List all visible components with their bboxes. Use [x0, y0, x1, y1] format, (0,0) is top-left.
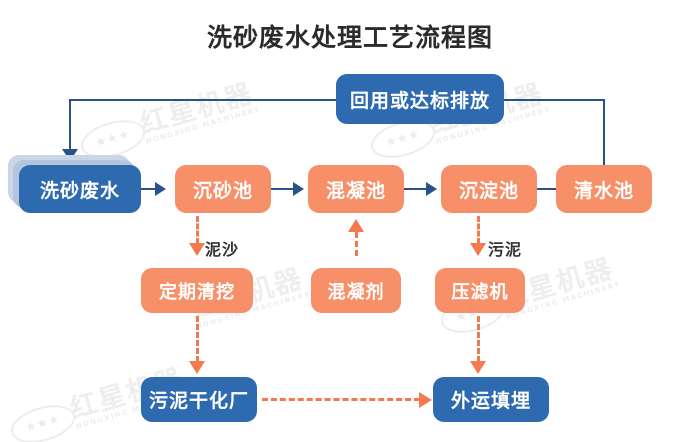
- node-periodic-dredging[interactable]: 定期清挖: [141, 268, 253, 313]
- arrow-wastewater-to-grit: [155, 182, 166, 196]
- node-sludge-drying-plant-label: 污泥干化厂: [148, 390, 249, 412]
- node-clear-water-tank[interactable]: 清水池: [556, 165, 652, 213]
- watermark-ring-bottom: ★★★: [6, 398, 80, 442]
- dashed-arrow-coagulant-to-coagulation: [348, 219, 364, 232]
- dashed-arrow-dredging-to-dryingplant: [189, 361, 205, 374]
- connector-grit-to-coagulation: [271, 188, 295, 190]
- dashed-connector-filterpress-to-landfill: [477, 316, 480, 362]
- watermark-sub-text: HONGXING MACHINERY: [144, 105, 262, 146]
- connector-wastewater-to-grit: [141, 188, 157, 190]
- dashed-arrow-dryingplant-to-landfill: [419, 392, 432, 408]
- node-filter-press-label: 压滤机: [451, 281, 509, 303]
- watermark-logo-text: 红星机器 HONGXING MACHINERY: [136, 78, 262, 146]
- node-grit-chamber[interactable]: 沉砂池: [175, 165, 271, 213]
- dashed-connector-dryingplant-to-landfill: [262, 398, 420, 401]
- return-loop-left-vertical: [69, 99, 71, 151]
- edge-label-sludge: 污泥: [488, 240, 523, 259]
- node-offsite-landfill[interactable]: 外运填埋: [433, 377, 549, 422]
- node-periodic-dredging-label: 定期清挖: [159, 281, 235, 303]
- watermark-main-text: 红星机器: [136, 78, 257, 140]
- node-sedimentation-tank-label: 沉淀池: [458, 179, 519, 202]
- node-recycle-or-compliant-discharge[interactable]: 回用或达标排放: [336, 74, 504, 124]
- dashed-connector-dredging-to-dryingplant: [196, 316, 199, 362]
- dashed-arrow-grit-to-dredging: [189, 243, 205, 256]
- connector-coagulation-to-sedimentation: [404, 188, 428, 190]
- dashed-arrow-sedimentation-to-filterpress: [470, 243, 486, 256]
- node-filter-press[interactable]: 压滤机: [435, 268, 525, 313]
- node-coagulation-tank-label: 混凝池: [325, 179, 386, 202]
- node-recycle-or-compliant-discharge-label: 回用或达标排放: [349, 89, 490, 112]
- node-coagulation-tank[interactable]: 混凝池: [308, 165, 404, 213]
- node-clear-water-tank-label: 清水池: [573, 179, 634, 202]
- dashed-arrow-filterpress-to-landfill: [470, 361, 486, 374]
- edge-label-silt: 泥沙: [205, 240, 240, 259]
- return-loop-right-vertical: [603, 100, 605, 168]
- node-sludge-drying-plant[interactable]: 污泥干化厂: [141, 377, 257, 422]
- node-wash-sand-wastewater-label: 洗砂废水: [39, 179, 120, 202]
- connector-sedimentation-to-clearwater: [537, 188, 561, 190]
- page-title: 洗砂废水处理工艺流程图: [206, 23, 493, 52]
- node-sedimentation-tank[interactable]: 沉淀池: [441, 165, 537, 213]
- node-coagulant[interactable]: 混凝剂: [311, 268, 401, 313]
- node-coagulant-label: 混凝剂: [327, 281, 385, 303]
- dashed-connector-sedimentation-to-filterpress: [477, 216, 480, 244]
- return-loop-left-horizontal: [69, 99, 336, 101]
- node-wash-sand-wastewater[interactable]: 洗砂废水: [19, 165, 141, 213]
- arrow-coagulation-to-sedimentation: [426, 182, 437, 196]
- node-offsite-landfill-label: 外运填埋: [450, 390, 531, 412]
- dashed-connector-grit-to-dredging: [196, 216, 199, 244]
- arrow-grit-to-coagulation: [293, 182, 304, 196]
- dashed-connector-coagulant-to-coagulation: [355, 232, 358, 256]
- node-grit-chamber-label: 沉砂池: [192, 179, 253, 202]
- return-loop-right-horizontal: [503, 99, 605, 101]
